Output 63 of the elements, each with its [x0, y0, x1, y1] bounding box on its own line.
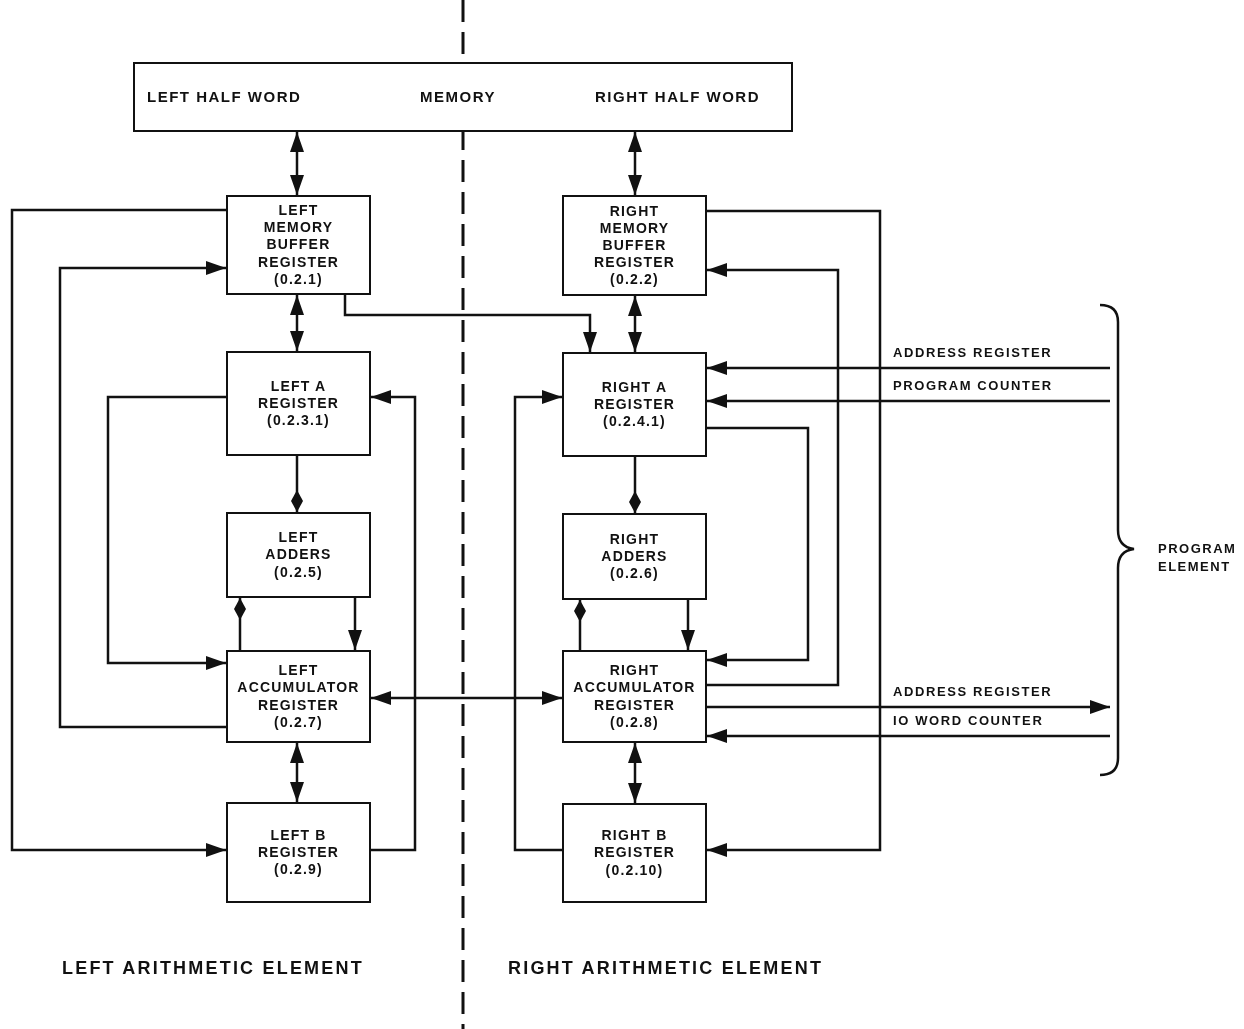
arrow — [681, 600, 695, 650]
diamond-connector — [574, 600, 586, 650]
register-name: RIGHT A REGISTER — [593, 378, 676, 414]
register-number: (0.2.10) — [605, 861, 664, 879]
arrow — [290, 295, 304, 351]
arrow — [513, 390, 562, 852]
section-label: RIGHT ARITHMETIC ELEMENT — [508, 957, 824, 980]
register-number: (0.2.9) — [274, 861, 323, 879]
arrow — [290, 132, 304, 195]
arrow — [371, 691, 562, 705]
register-box — [226, 802, 371, 903]
arrow — [628, 743, 642, 803]
register-box — [562, 803, 707, 903]
register-box — [226, 351, 371, 456]
register-name: LEFT B REGISTER — [257, 826, 340, 862]
arrow — [707, 700, 1110, 714]
register-box — [226, 512, 371, 598]
register-name: LEFT MEMORY BUFFER REGISTER — [257, 202, 340, 271]
register-box — [562, 650, 707, 743]
arrow — [628, 296, 642, 352]
register-name: RIGHT ACCUMULATOR REGISTER — [573, 662, 696, 714]
register-number: (0.2.1) — [274, 270, 323, 288]
arrow — [707, 426, 810, 667]
diamond-connector — [629, 457, 641, 513]
memory-label: LEFT HALF WORD — [147, 88, 302, 105]
register-number: (0.2.2) — [610, 271, 659, 289]
register-box — [226, 195, 371, 295]
diamond-connector — [234, 598, 246, 650]
register-box — [562, 513, 707, 600]
arrow — [371, 390, 417, 852]
memory-label: RIGHT HALF WORD — [595, 88, 760, 105]
group-label: PROGRAM ELEMENT — [1158, 540, 1237, 577]
register-box — [562, 195, 707, 296]
arrow — [290, 743, 304, 802]
register-number: (0.2.4.1) — [603, 413, 666, 431]
diamond-connector — [291, 456, 303, 512]
arrow — [707, 263, 840, 687]
register-name: LEFT ACCUMULATOR REGISTER — [237, 662, 360, 714]
arrow — [348, 598, 362, 650]
arrow — [707, 361, 1110, 375]
register-number: (0.2.8) — [610, 713, 659, 731]
register-name: RIGHT MEMORY BUFFER REGISTER — [593, 202, 676, 272]
arrow — [707, 209, 882, 857]
arrow — [628, 132, 642, 195]
arrow — [10, 208, 226, 857]
arrow — [343, 295, 597, 352]
arrow — [707, 729, 1110, 743]
register-box — [562, 352, 707, 457]
arrow — [58, 261, 226, 729]
register-name: RIGHT B REGISTER — [593, 827, 676, 862]
arrow — [707, 394, 1110, 408]
section-label: LEFT ARITHMETIC ELEMENT — [62, 957, 364, 980]
arrow — [106, 395, 226, 670]
memory-box — [133, 62, 793, 132]
register-box — [226, 650, 371, 743]
register-number: (0.2.6) — [610, 565, 659, 583]
register-name: LEFT A REGISTER — [257, 377, 340, 413]
register-name: RIGHT ADDERS — [601, 530, 668, 566]
memory-label: MEMORY — [420, 88, 496, 105]
register-number: (0.2.3.1) — [267, 412, 330, 430]
register-number: (0.2.7) — [274, 713, 323, 731]
register-name: LEFT ADDERS — [265, 529, 332, 564]
register-number: (0.2.5) — [274, 563, 323, 581]
